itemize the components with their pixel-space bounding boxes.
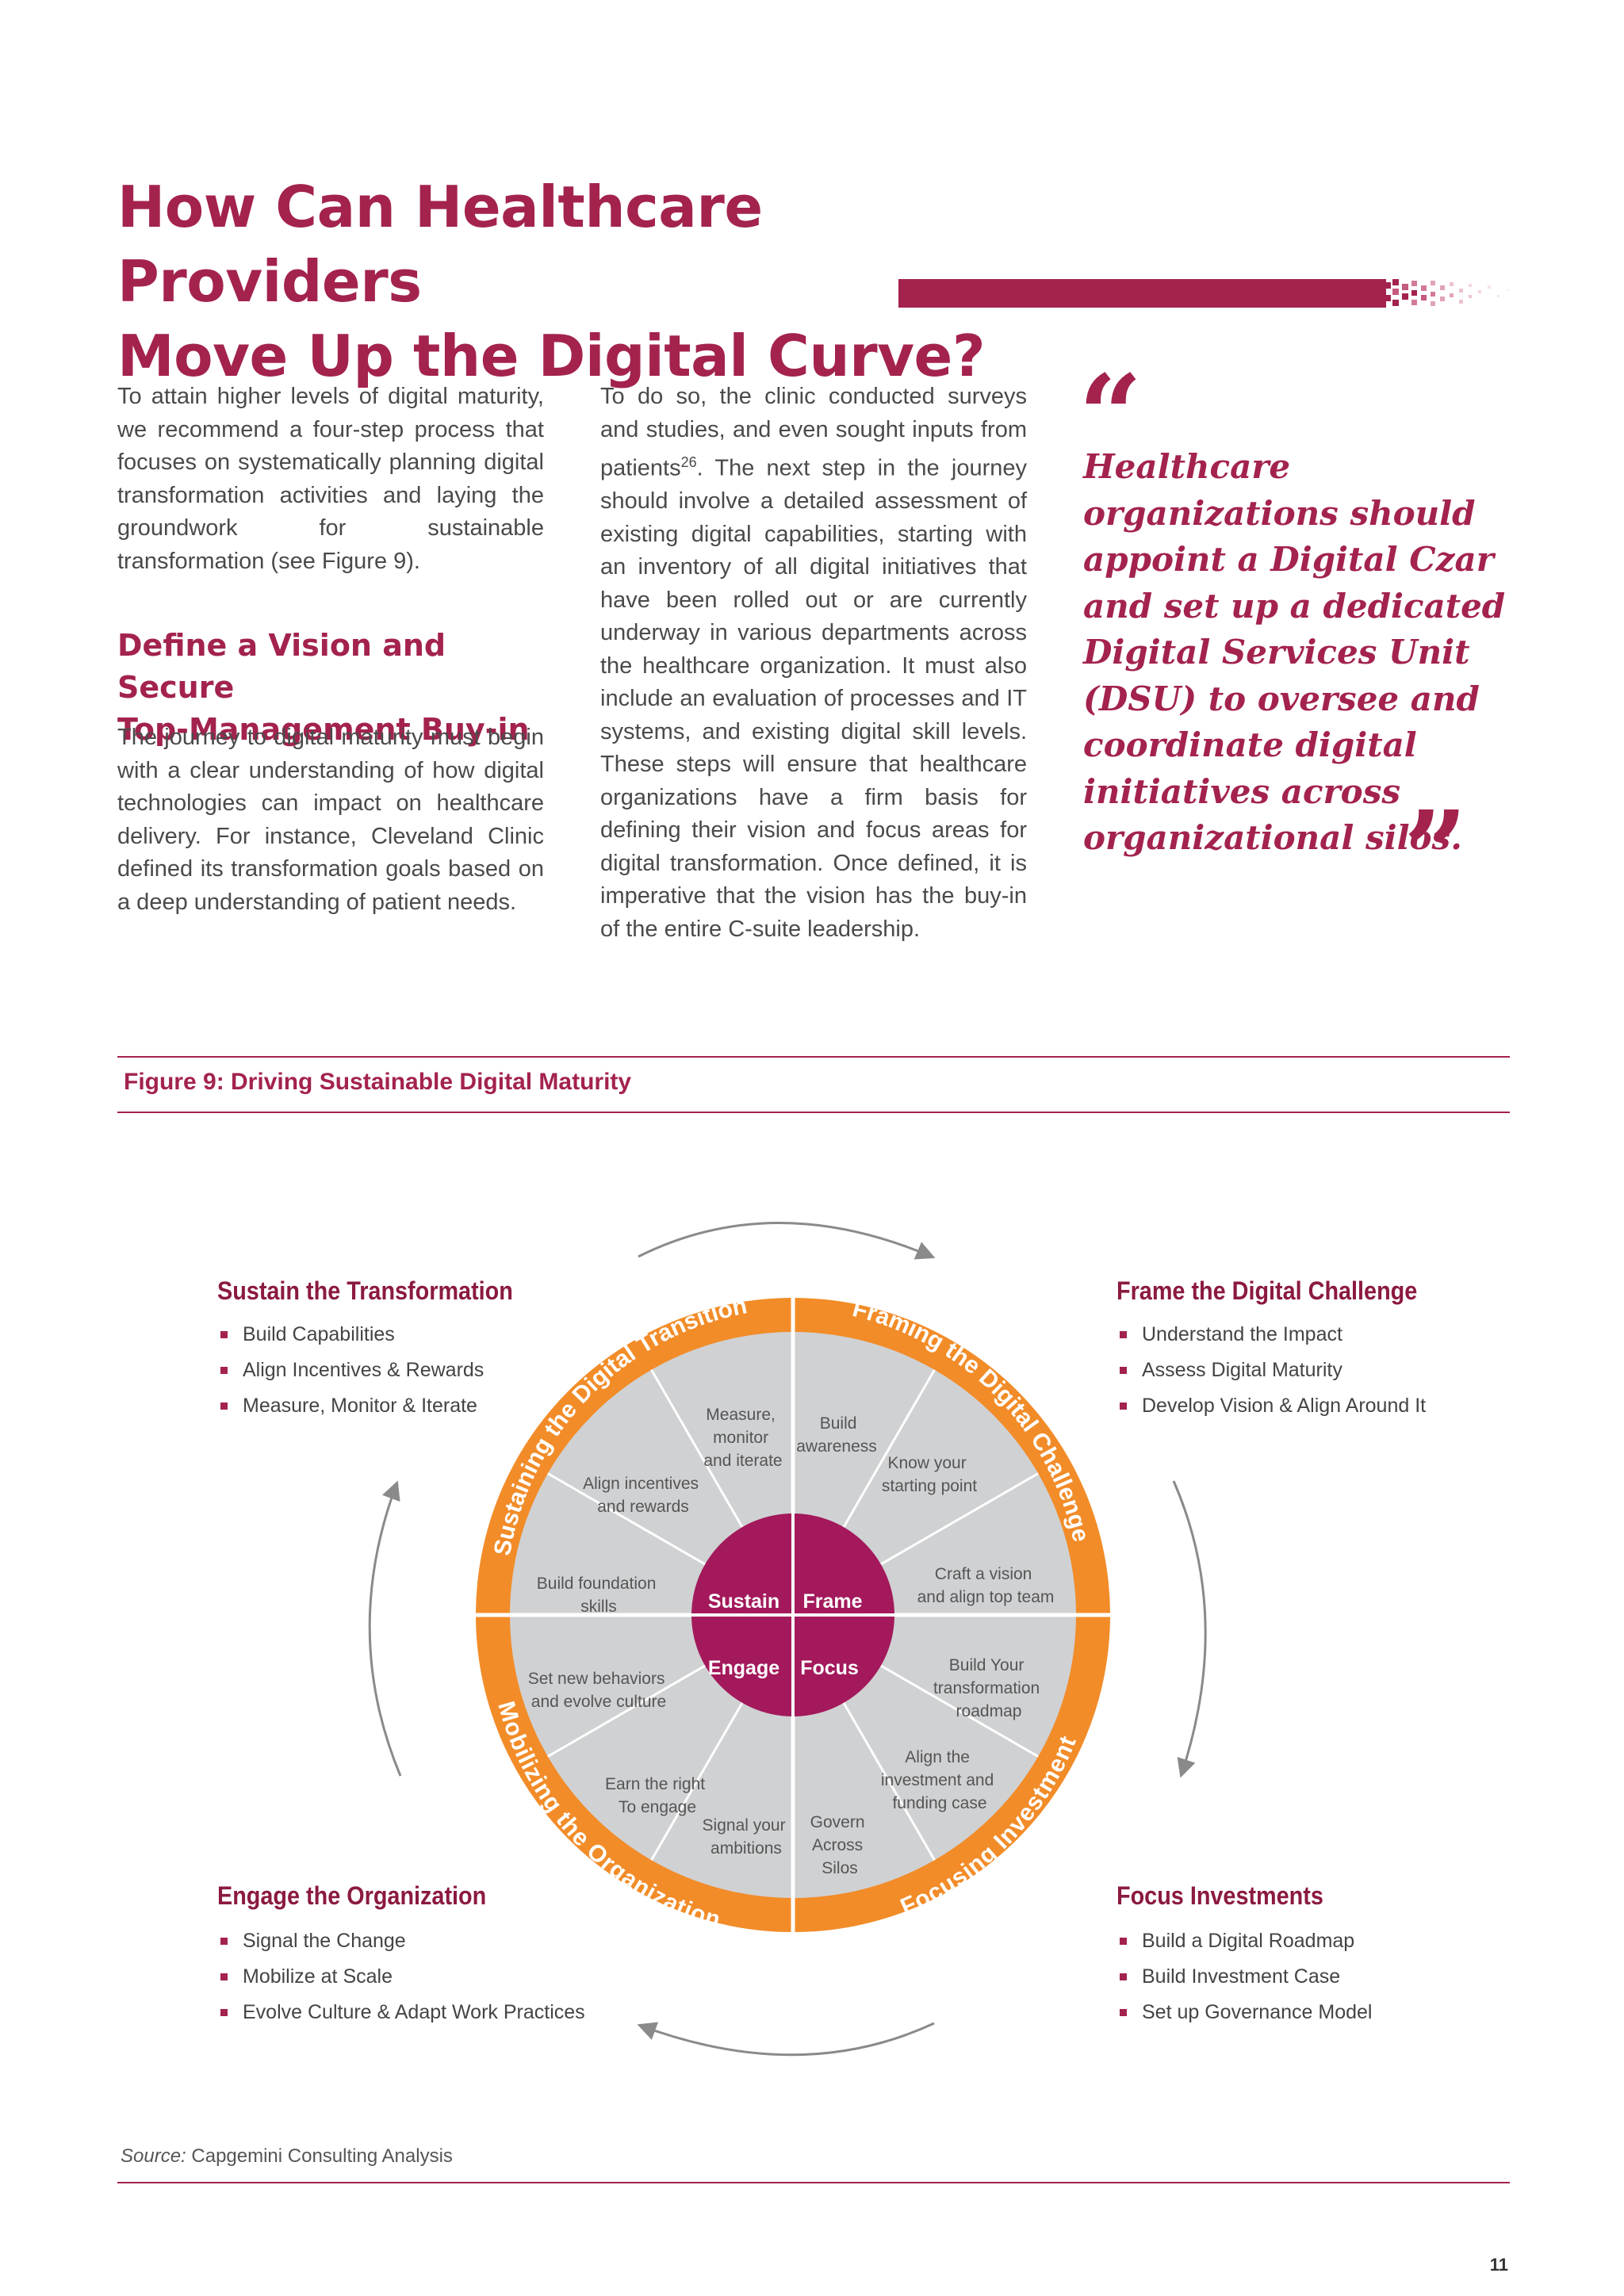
segment-label-investment-case: Align the investment and funding case [881, 1748, 998, 1812]
segment-label-foundation-skills: Build foundation skills [537, 1575, 661, 1616]
segment-label-know-starting-point: Know your starting point [882, 1454, 977, 1495]
segment-label-align-incentives: Align incentives and rewards [583, 1475, 703, 1516]
list-item: Evolve Culture & Adapt Work Practices [217, 1995, 630, 2030]
list-item: Develop Vision & Align Around It [1116, 1388, 1529, 1424]
source-label: Source: [121, 2145, 186, 2167]
figure-caption: Figure 9: Driving Sustainable Digital Ma… [124, 1069, 632, 1095]
segment-label-signal-ambitions: Signal your ambitions [703, 1816, 791, 1858]
source-text: Capgemini Consulting Analysis [186, 2145, 453, 2167]
engage-block: Engage the Organization Signal the Chang… [217, 1881, 630, 2030]
sustain-block-title: Sustain the Transformation [217, 1276, 513, 1305]
open-quote-mark: “ [1078, 351, 1143, 481]
footnote-ref: 26 [680, 454, 697, 470]
segment-label-measure: Measure, monitor and iterate [703, 1406, 782, 1470]
close-quote-mark: ” [1404, 787, 1468, 917]
frame-list: Understand the Impact Assess Digital Mat… [1116, 1317, 1529, 1424]
frame-block-title: Frame the Digital Challenge [1116, 1276, 1418, 1305]
page-number: 11 [1489, 2255, 1508, 2275]
hub-label-engage: Engage [708, 1657, 779, 1679]
list-item: Build Investment Case [1116, 1959, 1529, 1995]
list-item: Assess Digital Maturity [1116, 1353, 1529, 1388]
engage-list: Signal the Change Mobilize at Scale Evol… [217, 1923, 630, 2030]
hub-label-focus: Focus [800, 1657, 859, 1679]
list-item: Mobilize at Scale [217, 1959, 630, 1995]
frame-block: Frame the Digital Challenge Understand t… [1116, 1276, 1529, 1424]
page-title: How Can Healthcare Providers Move Up the… [117, 170, 1069, 393]
focus-block-title: Focus Investments [1116, 1881, 1323, 1910]
list-item: Understand the Impact [1116, 1317, 1529, 1353]
source-note: Source: Capgemini Consulting Analysis [121, 2145, 453, 2168]
cycle-arrow-top [638, 1222, 936, 1260]
segment-label-craft-vision: Craft a vision and align top team [917, 1565, 1055, 1606]
sustain-list: Build Capabilities Align Incentives & Re… [217, 1317, 630, 1424]
pull-quote: Healthcare organizations should appoint … [1083, 447, 1506, 857]
list-item: Measure, Monitor & Iterate [217, 1388, 630, 1424]
segment-label-earn-right: Earn the right To engage [605, 1775, 710, 1816]
list-item: Build a Digital Roadmap [1116, 1923, 1529, 1959]
subheading-line-1: Define a Vision and Secure [117, 628, 446, 705]
segment-label-govern-silos: Govern Across Silos [810, 1813, 870, 1877]
intro-paragraph: To attain higher levels of digital matur… [117, 384, 544, 574]
cycle-arrow-left [368, 1480, 402, 1777]
figure-rule-bottom [117, 1112, 1510, 1113]
segment-label-new-behaviors: Set new behaviors and evolve culture [528, 1670, 670, 1711]
list-item: Align Incentives & Rewards [217, 1353, 630, 1388]
cycle-arrow-right [1172, 1480, 1207, 1778]
list-item: Signal the Change [217, 1923, 630, 1959]
page-title-line-1: How Can Healthcare Providers [117, 174, 763, 315]
assessment-text-part-1: To do so, the clinic conducted surveys a… [600, 384, 1027, 481]
focus-list: Build a Digital Roadmap Build Investment… [1116, 1923, 1529, 2030]
vision-paragraph: The journey to digital maturity must beg… [117, 725, 544, 915]
cycle-arrow-bottom [637, 2022, 935, 2057]
assessment-paragraph: To do so, the clinic conducted surveys a… [600, 381, 1027, 946]
title-accent-bar [898, 279, 1386, 308]
footer-rule [117, 2182, 1510, 2183]
engage-block-title: Engage the Organization [217, 1881, 487, 1910]
page-title-line-2: Move Up the Digital Curve? [117, 323, 986, 389]
figure-rule-top [117, 1056, 1510, 1058]
focus-block: Focus Investments Build a Digital Roadma… [1116, 1881, 1529, 2030]
segment-label-build-awareness: Build awareness [796, 1414, 877, 1456]
digital-maturity-wheel: Sustaining the Digital Transition Framin… [368, 1222, 1207, 2057]
list-item: Build Capabilities [217, 1317, 630, 1353]
hub-label-sustain: Sustain [708, 1590, 779, 1613]
subheading-line-2: Top-Management Buy-in [117, 712, 530, 747]
section-subheading: Define a Vision and Secure Top-Managemen… [117, 625, 561, 751]
hub-label-frame: Frame [802, 1590, 862, 1613]
segment-label-roadmap: Build Your transformation roadmap [933, 1656, 1044, 1720]
pixel-decoration [1364, 279, 1509, 308]
list-item: Set up Governance Model [1116, 1995, 1529, 2030]
sustain-block: Sustain the Transformation Build Capabil… [217, 1276, 630, 1424]
assessment-text-part-2: . The next step in the journey should in… [600, 455, 1027, 942]
